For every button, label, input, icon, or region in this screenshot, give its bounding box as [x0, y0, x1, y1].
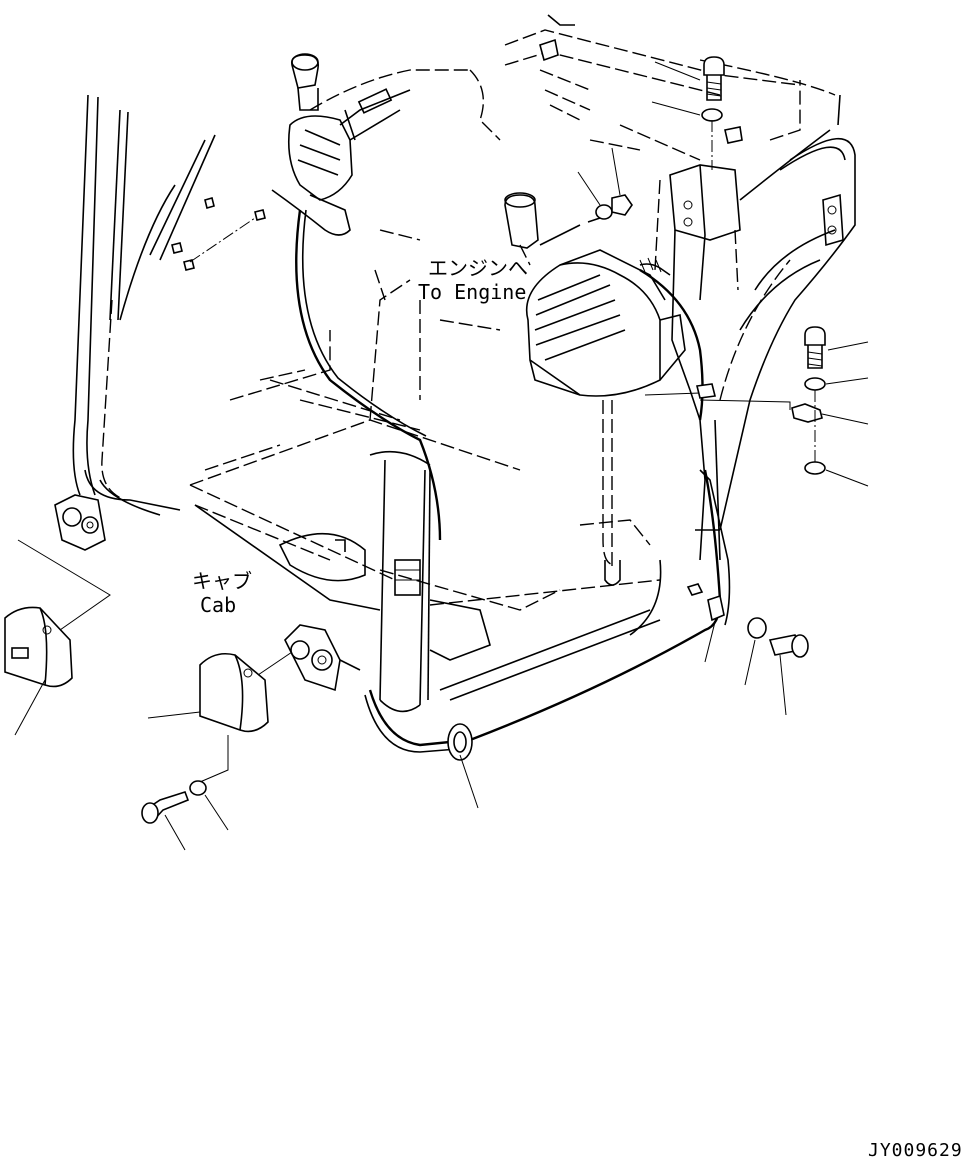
bolt-lower-left	[141, 791, 190, 824]
leader-bolt-right	[827, 341, 869, 351]
grommet	[447, 723, 473, 761]
leader-cover-left-group	[17, 539, 111, 631]
lower-pipes	[579, 400, 651, 586]
leader-washer-lower-right	[744, 639, 756, 686]
cab-hinge-right	[284, 624, 341, 692]
leader-bolt-top	[654, 61, 701, 81]
leader-bolt-lower-left	[164, 814, 186, 851]
label-engine-en: To Engine	[418, 280, 526, 304]
centre-pillar	[369, 450, 431, 713]
right-frame	[719, 94, 856, 531]
nut-lower-right	[686, 583, 704, 596]
leader-clamp-right	[821, 413, 869, 425]
leader-clamp-lower-right	[704, 617, 717, 663]
leader-cover-right-bolt	[199, 735, 229, 783]
leader-cover-right	[147, 711, 201, 719]
right-bracket	[654, 164, 741, 561]
upper-console	[504, 14, 836, 161]
clip-upper	[696, 383, 716, 399]
leader-bolt-lower-right	[779, 654, 787, 716]
leader-cover-left	[14, 679, 46, 736]
hinge-cover-left	[4, 606, 73, 688]
washer-lower-left	[189, 780, 207, 796]
leader-washer-right-1	[825, 377, 869, 385]
nut-mid	[611, 194, 633, 216]
hinge-cover-right	[199, 652, 269, 733]
washer-right-1	[804, 377, 826, 391]
drawing-code: JY009629	[868, 1140, 963, 1161]
washer-right-2	[804, 461, 826, 475]
washer-top	[701, 108, 723, 122]
left-cab-pillar	[72, 94, 181, 516]
centre-control-lever	[504, 192, 686, 397]
label-cab-en: Cab	[200, 593, 236, 617]
bolt-right	[804, 326, 826, 369]
clamp-right	[791, 403, 823, 423]
cab-floor-frame	[189, 229, 662, 701]
label-engine-jp: エンジンへ	[428, 256, 528, 280]
clamp-lower-right	[707, 594, 725, 622]
leader-clamp-to-frame	[699, 399, 791, 410]
left-hinge-bracket	[54, 494, 106, 551]
leader-grommet	[459, 754, 479, 809]
frame-bolts-left	[119, 134, 266, 321]
bolt-lower-right	[768, 634, 809, 658]
bolt-top	[703, 56, 725, 101]
cable-harness	[295, 209, 731, 753]
leader-washer-lower-left	[204, 794, 229, 831]
leader-cover-right-group	[257, 649, 296, 676]
label-cab-jp: キャブ	[192, 569, 252, 593]
leader-washer-mid	[577, 171, 601, 206]
left-control-lever	[271, 53, 501, 236]
washer-mid	[595, 204, 613, 220]
washer-lower-right	[747, 617, 767, 639]
leader-clip-upper	[644, 392, 701, 396]
leader-washer-right-2	[825, 469, 869, 487]
leader-nut-mid	[611, 147, 621, 196]
leader-washer-top	[651, 101, 701, 116]
